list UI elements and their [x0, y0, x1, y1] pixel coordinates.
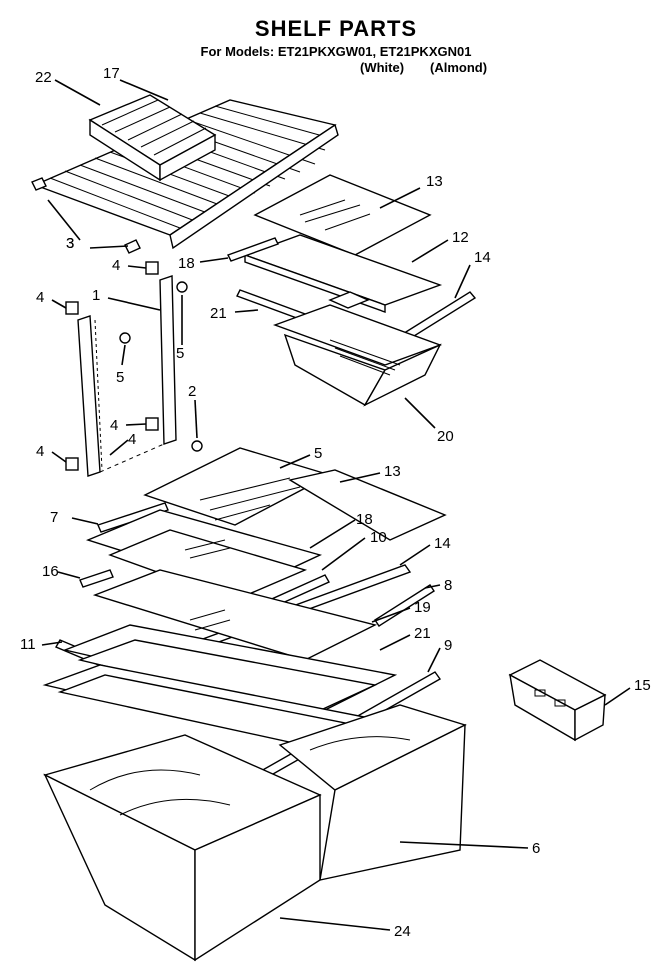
- callout-5-a: 5: [176, 345, 184, 362]
- callout-18-lower: 7: [50, 509, 58, 526]
- callout-18-upper: 18: [178, 255, 195, 272]
- models-line: For Models: ET21PKXGW01, ET21PKXGN01: [200, 44, 472, 59]
- callout-15: 9: [444, 637, 452, 654]
- callout-13-upper: 13: [426, 173, 443, 190]
- callout-9: 21: [414, 625, 431, 642]
- callout-6: 15: [634, 677, 651, 694]
- callout-16: 14: [434, 535, 451, 552]
- trim-18-upper: [227, 237, 279, 262]
- shelf-frame-10: [85, 509, 323, 601]
- callout-13-lower: 5: [314, 445, 322, 462]
- shelf-stud-3: [31, 177, 141, 254]
- callout-24-right: 6: [532, 840, 540, 857]
- callout-3-a: 3: [66, 235, 74, 252]
- callout-22: 22: [35, 69, 52, 86]
- rail-2: [77, 315, 103, 477]
- door-bin-6: [508, 659, 607, 742]
- trim-18-lower: [97, 502, 169, 533]
- glass-shelf-13-upper: [253, 174, 432, 256]
- callout-19: 8: [444, 577, 452, 594]
- wire-shelf-17: [33, 99, 339, 250]
- callout-17: 17: [103, 65, 120, 82]
- callout-4-a: 4: [112, 257, 120, 274]
- callout-12: 12: [452, 229, 469, 246]
- callout-4-c: 4: [110, 417, 118, 434]
- color-almond-label: (Almond): [430, 60, 488, 75]
- callout-21-upper: 21: [210, 305, 227, 322]
- callout-14-lower: 10: [370, 529, 387, 546]
- shelf-7: [288, 469, 447, 541]
- egg-tray-22: [88, 94, 217, 182]
- crisper-pan-24-left: [43, 734, 322, 962]
- bracket-4: [65, 261, 159, 471]
- callout-8: 16: [42, 563, 59, 580]
- callout-5-c: 2: [188, 383, 196, 400]
- color-white-label: (White): [360, 60, 405, 75]
- callout-2: 4: [128, 431, 136, 448]
- callout-11: 19: [414, 599, 431, 616]
- callout-21-lower: 11: [20, 636, 36, 653]
- shelf-frame-9: [62, 624, 398, 716]
- page-title: SHELF PARTS: [254, 16, 418, 41]
- callout-4-b: 4: [36, 289, 44, 306]
- callout-7: 13: [384, 463, 401, 480]
- callout-14-upper: 14: [474, 249, 491, 266]
- crisper-drawer-20: [272, 291, 443, 407]
- callout-10: 18: [356, 511, 373, 528]
- callout-5-b: 5: [116, 369, 124, 386]
- glass-shelf-11: [92, 569, 377, 661]
- trim-8: [79, 569, 114, 588]
- callout-4-d: 4: [36, 443, 44, 460]
- callout-24-left: 24: [394, 923, 411, 940]
- crisper-pan-24-right: [278, 704, 467, 881]
- leader-lines: [41, 79, 631, 931]
- screw-5: [119, 281, 203, 452]
- callout-1: 1: [92, 287, 100, 304]
- rail-1: [159, 275, 177, 445]
- callout-20: 20: [437, 428, 454, 445]
- callout-labels: 22 17 3 3 13 12 14 18 4 4 1 5 5 21 20 4 …: [20, 65, 651, 940]
- callout-3-b: 3: [66, 235, 74, 252]
